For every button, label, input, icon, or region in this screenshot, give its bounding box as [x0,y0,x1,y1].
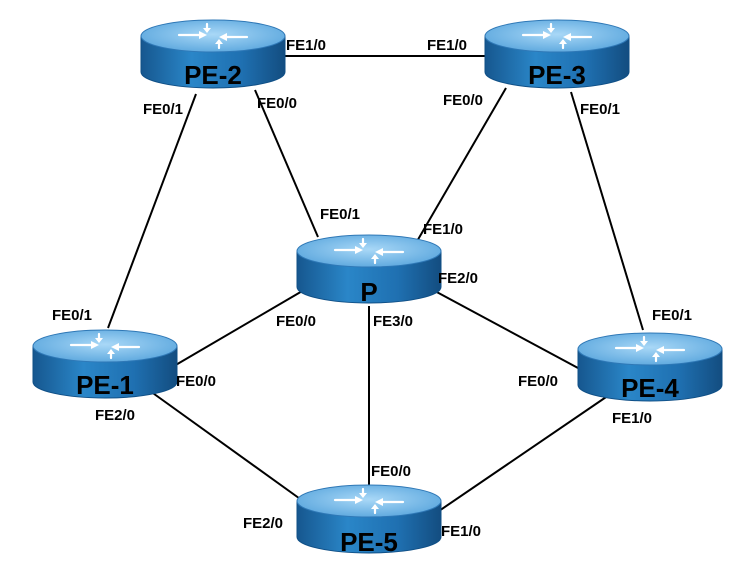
router-name: PE-2 [184,60,242,90]
routers-layer: PE-2 PE-3 P PE-1 PE-4 PE-5 [31,18,724,557]
router-name: P [360,277,377,307]
iface-p-fe2-0: FE2/0 [438,270,478,287]
router-pe5[interactable]: PE-5 [295,483,443,557]
link-pe2-pe1 [107,93,197,329]
iface-pe5-fe0-0: FE0/0 [371,463,411,480]
router-name: PE-5 [340,527,398,557]
link-pe4-pe5 [435,392,613,514]
interface-labels: FE1/0 FE1/0 FE0/1 FE0/1 FE0/0 FE0/1 FE0/… [52,37,692,540]
iface-pe1-fe0-0: FE0/0 [176,373,216,390]
iface-pe3-fe1-0: FE1/0 [427,37,467,54]
iface-pe3-fe0-0: FE0/0 [443,92,483,109]
link-pe3-p [415,87,507,244]
iface-pe2-fe0-0: FE0/0 [257,95,297,112]
router-name: PE-4 [621,373,679,403]
router-name: PE-1 [76,370,134,400]
iface-pe4-fe0-1: FE0/1 [652,307,692,324]
iface-pe1-fe2-0: FE2/0 [95,407,135,424]
iface-pe2-fe1-0: FE1/0 [286,37,326,54]
router-name: PE-3 [528,60,586,90]
iface-p-fe1-0: FE1/0 [423,221,463,238]
router-pe4[interactable]: PE-4 [576,331,724,403]
link-p-pe1 [173,289,305,367]
iface-pe3-fe0-1: FE0/1 [580,101,620,118]
router-pe2[interactable]: PE-2 [139,18,287,90]
iface-pe1-fe0-1: FE0/1 [52,307,92,324]
iface-pe5-fe2-0: FE2/0 [243,515,283,532]
iface-p-fe0-0: FE0/0 [276,313,316,330]
iface-pe4-fe1-0: FE1/0 [612,410,652,427]
router-pe3[interactable]: PE-3 [483,18,631,90]
iface-p-fe3-0: FE3/0 [373,313,413,330]
link-pe3-pe4 [570,91,644,331]
link-pe2-p [254,89,319,238]
iface-p-fe0-1: FE0/1 [320,206,360,223]
iface-pe2-fe0-1: FE0/1 [143,101,183,118]
link-p-pe4 [432,289,579,369]
link-pe1-pe5 [149,390,304,502]
iface-pe5-fe1-0: FE1/0 [441,523,481,540]
links-layer [107,55,644,514]
iface-pe4-fe0-0: FE0/0 [518,373,558,390]
router-p[interactable]: P [295,233,443,307]
router-pe1[interactable]: PE-1 [31,328,179,400]
